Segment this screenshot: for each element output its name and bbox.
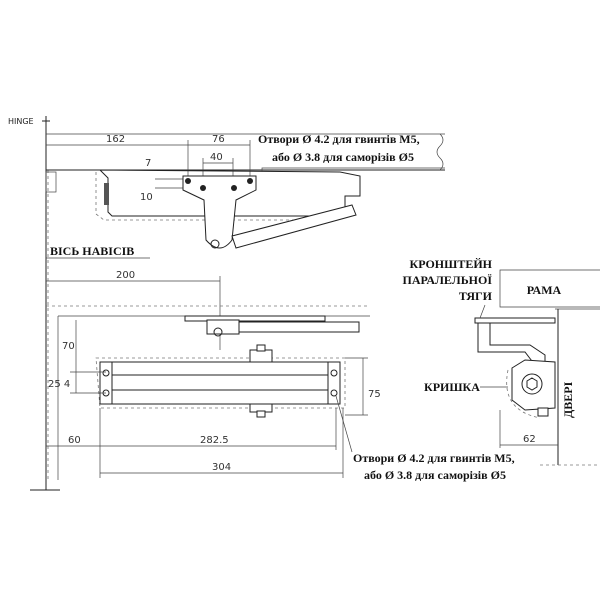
front-dimensions — [46, 320, 368, 478]
frame-label: РАМА — [527, 283, 562, 297]
mount-hole — [200, 185, 206, 191]
closer-top-view — [95, 169, 361, 249]
bracket-label-line1: КРОНШТЕЙН — [410, 257, 493, 271]
bracket-label-line2: ПАРАЛЕЛЬНОЇ — [403, 273, 493, 287]
dim-60: 60 — [68, 435, 81, 446]
mount-hole — [231, 185, 237, 191]
side-view — [474, 269, 600, 466]
dim-282-5: 282.5 — [200, 435, 229, 446]
closer-front-view — [46, 305, 370, 480]
dim-7: 7 — [145, 158, 151, 169]
dim-70: 70 — [62, 341, 75, 352]
cover-label: КРИШКА — [424, 380, 480, 394]
bracket-label-line3: ТЯГИ — [459, 289, 493, 303]
hinge-label: HINGE — [8, 117, 34, 126]
arm — [231, 204, 357, 249]
dim-200: 200 — [116, 270, 135, 281]
mount-hole — [185, 178, 191, 184]
dim-162: 162 — [106, 134, 125, 145]
door-label: ДВЕРІ — [561, 381, 575, 418]
holes-note-bottom-line2: або Ø 3.8 для саморізів Ø5 — [364, 468, 506, 482]
dim-40: 40 — [210, 152, 223, 163]
dim-304: 304 — [212, 462, 231, 473]
dim-10: 10 — [140, 192, 153, 203]
hinge-axis-label: ВІСЬ НАВІСІВ — [50, 244, 134, 258]
dim-25-4: 25 4 — [48, 379, 70, 390]
mount-hole — [247, 178, 253, 184]
dim-75: 75 — [368, 389, 381, 400]
dim-76: 76 — [212, 134, 225, 145]
holes-note-bottom-line1: Отвори Ø 4.2 для гвинтів М5, — [353, 451, 515, 465]
holes-note-top-line2: або Ø 3.8 для саморізів Ø5 — [272, 150, 414, 164]
dim-62: 62 — [523, 434, 536, 445]
holes-note-top-line1: Отвори Ø 4.2 для гвинтів М5, — [258, 132, 420, 146]
